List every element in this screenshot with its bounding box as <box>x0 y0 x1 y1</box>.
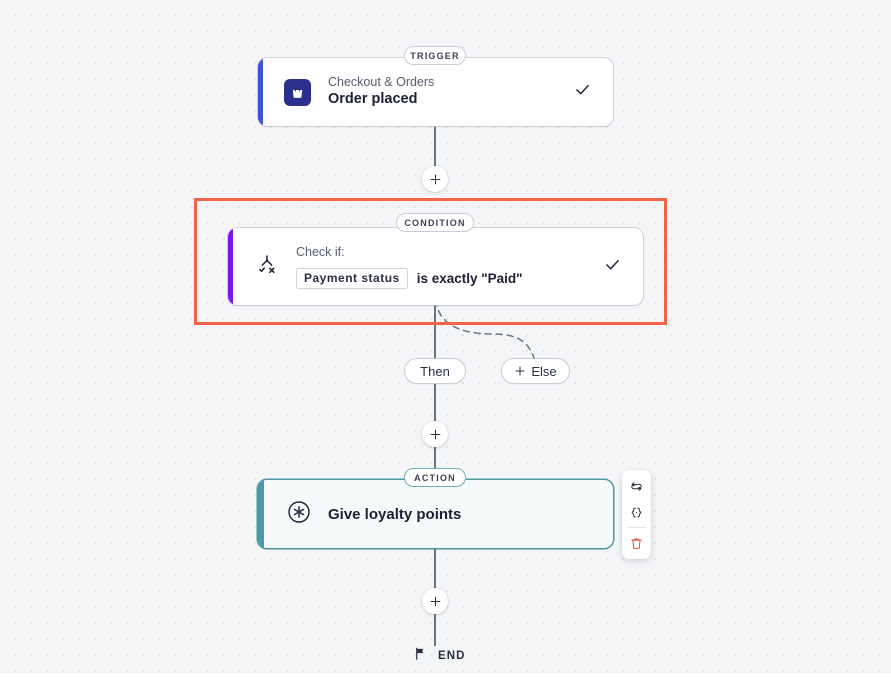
connector-trigger-to-condition <box>434 126 436 179</box>
condition-node-card[interactable]: Check if: Payment status is exactly "Pai… <box>228 228 643 305</box>
stage-pill-condition: CONDITION <box>396 213 474 232</box>
trigger-category-label: Checkout & Orders <box>328 75 435 90</box>
condition-accent-bar <box>228 228 233 305</box>
stage-pill-action: ACTION <box>404 468 466 487</box>
condition-expression: is exactly "Paid" <box>416 270 523 286</box>
trigger-node-card[interactable]: Checkout & Orders Order placed <box>258 58 613 126</box>
action-title: Give loyalty points <box>328 505 462 523</box>
check-icon <box>574 81 591 103</box>
plus-icon <box>514 365 526 377</box>
replace-icon[interactable] <box>622 473 651 499</box>
connector-condition-to-else <box>435 299 537 365</box>
add-step-after-action[interactable] <box>422 588 448 614</box>
condition-label: Check if: <box>296 244 345 259</box>
condition-field-token[interactable]: Payment status <box>296 267 408 289</box>
add-step-after-trigger[interactable] <box>422 166 448 192</box>
asterisk-circle-icon <box>287 500 311 529</box>
trigger-title: Order placed <box>328 91 418 108</box>
branch-else-label: Else <box>531 363 557 379</box>
add-step-in-then-branch[interactable] <box>422 421 448 447</box>
branch-else-button[interactable]: Else <box>501 358 570 384</box>
check-icon <box>604 256 621 278</box>
flag-icon <box>413 646 428 666</box>
toolbar-divider <box>627 527 646 528</box>
action-accent-bar <box>258 480 264 548</box>
stage-pill-trigger: TRIGGER <box>404 46 466 65</box>
connector-condition-to-then <box>434 305 436 359</box>
trigger-accent-bar <box>258 58 263 126</box>
end-marker: END <box>413 646 466 666</box>
curly-braces-icon[interactable] <box>622 499 651 525</box>
branch-then-label: Then <box>420 363 450 379</box>
branch-condition-icon <box>254 251 280 282</box>
shopping-bag-icon <box>284 78 311 106</box>
trash-icon[interactable] <box>622 530 651 556</box>
end-label: END <box>438 650 466 662</box>
branch-then-button[interactable]: Then <box>404 358 466 384</box>
node-toolbar[interactable] <box>622 470 651 559</box>
action-node-card[interactable]: Give loyalty points <box>258 480 613 548</box>
